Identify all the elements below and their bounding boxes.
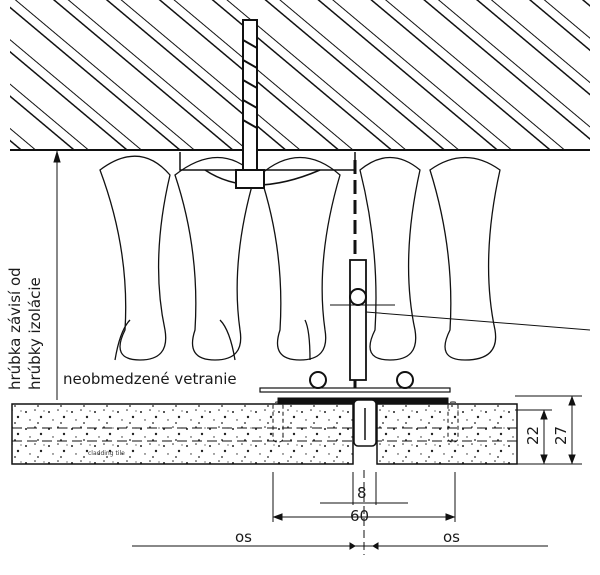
axis-left-label: os [235,528,252,546]
thickness-label-line2: hrúbky izolácie [26,277,44,390]
insulation-thickness-dimension [45,149,100,400]
dim-panel-thickness: 22 [524,426,542,445]
masonry-wall [10,0,590,151]
dim-total-thickness: 27 [552,426,570,445]
thickness-dimensions [515,395,582,465]
dim-profile-width: 60 [350,507,369,525]
axis-right-label: os [443,528,460,546]
dim-gap: 8 [357,484,367,502]
cladding-panels [11,399,518,465]
thickness-label-line1: hrúbka závisí od [6,267,24,390]
panel-tag: cladding tile [88,450,125,457]
bottom-dimensions [132,470,548,555]
insulation [99,155,501,361]
anchor-bracket [179,19,591,390]
ventilation-label: neobmedzené vetranie [63,370,237,388]
